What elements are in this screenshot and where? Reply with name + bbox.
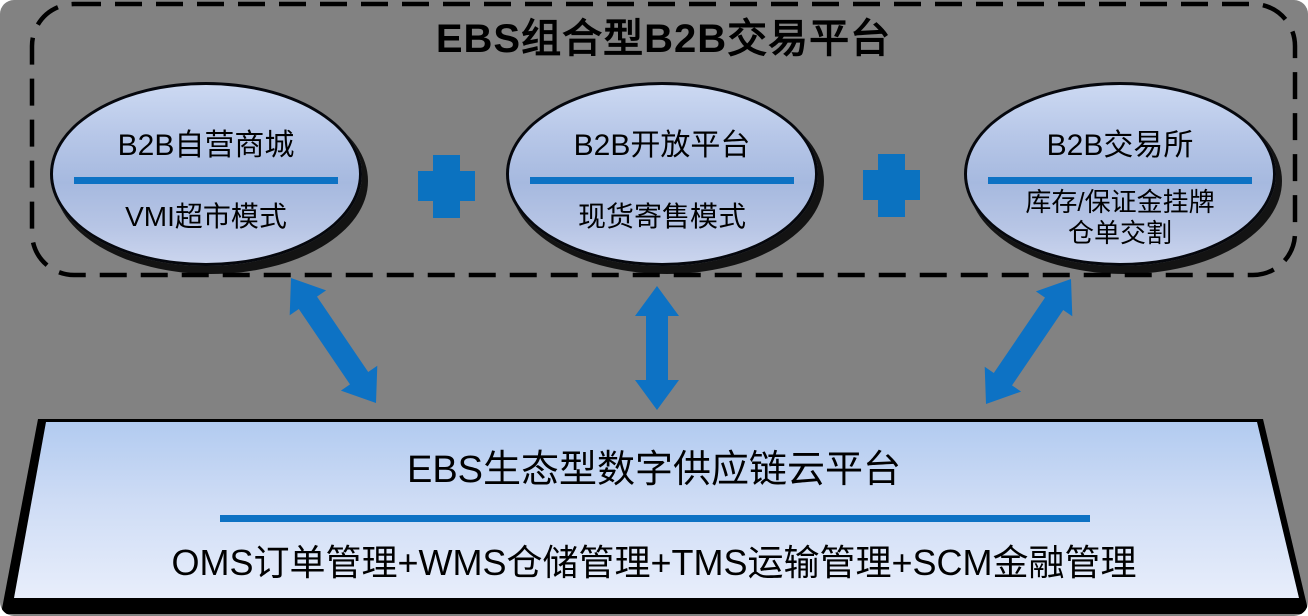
divider-line <box>530 177 794 184</box>
ellipse-title: B2B开放平台 <box>573 129 751 162</box>
ellipse-b2b-open-platform: B2B开放平台 现货寄售模式 <box>506 82 818 266</box>
divider-line <box>220 515 1090 522</box>
ellipse-title: B2B交易所 <box>1046 129 1194 162</box>
connector-arrow-middle-icon <box>635 286 679 410</box>
ellipse-subtitle: 库存/保证金挂牌 仓单交割 <box>967 187 1273 249</box>
ellipse-subtitle: VMI超市模式 <box>125 201 287 232</box>
connector-arrow-right-icon <box>984 279 1073 404</box>
divider-line <box>988 177 1252 184</box>
platform-modules: OMS订单管理+WMS仓储管理+TMS运输管理+SCM金融管理 <box>171 542 1137 583</box>
ellipse-subtitle-line2: 仓单交割 <box>1067 218 1172 248</box>
top-panel-title: EBS组合型B2B交易平台 <box>435 17 892 61</box>
ellipse-subtitle-line1: 库存/保证金挂牌 <box>1025 187 1215 217</box>
platform-title: EBS生态型数字供应链云平台 <box>406 449 902 491</box>
connector-arrow-left-icon <box>289 278 378 403</box>
plus-icon <box>418 155 475 218</box>
ellipse-title: B2B自营商城 <box>117 129 295 162</box>
dashed-group-border <box>29 1 1298 278</box>
ellipse-b2b-self-mall: B2B自营商城 VMI超市模式 <box>50 82 362 266</box>
plus-icon <box>863 154 920 217</box>
platform-trapezoid <box>14 422 1299 598</box>
ellipse-b2b-exchange: B2B交易所 库存/保证金挂牌 仓单交割 <box>964 82 1276 266</box>
ellipse-subtitle: 现货寄售模式 <box>577 201 746 232</box>
divider-line <box>74 177 338 184</box>
